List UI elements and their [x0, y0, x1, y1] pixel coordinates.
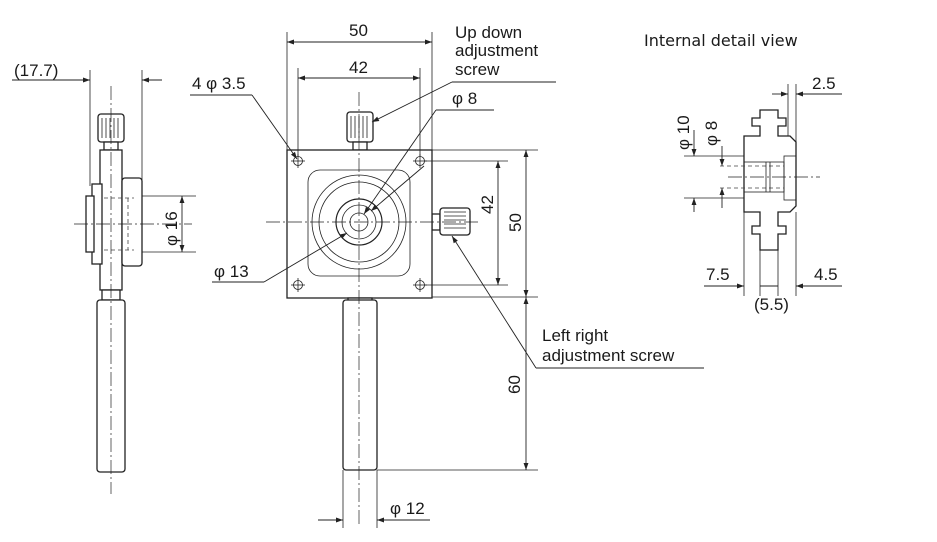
dim-handle-diameter: φ 12 — [318, 470, 430, 528]
dim-detail-left-label: 7.5 — [706, 265, 730, 284]
dim-hole-diameter-label: 4 φ 3.5 — [192, 74, 246, 93]
dim-hole-pitch-horizontal: 42 — [297, 58, 421, 156]
dim-hole-diameter: 4 φ 3.5 — [190, 74, 298, 160]
handle — [342, 299, 378, 471]
dim-hole-pitch-horizontal-label: 42 — [349, 58, 368, 77]
dim-aperture-diameter: φ 13 — [212, 165, 425, 283]
dim-total-width: 50 — [286, 21, 433, 150]
callout-left-right-line1: Left right — [542, 326, 608, 345]
dim-detail-flange: 2.5 — [772, 74, 842, 142]
dim-detail-total-label: (5.5) — [754, 295, 789, 314]
dim-bore-diameter-label: φ 8 — [452, 89, 477, 108]
dim-hole-pitch-vertical-label: 42 — [478, 195, 497, 214]
detail-view — [720, 109, 820, 251]
dim-detail-inner-diameter: φ 8 — [702, 121, 725, 208]
dim-detail-inner-diameter-label: φ 8 — [702, 121, 721, 146]
detail-view-title: Internal detail view — [644, 31, 798, 50]
callout-up-down-line3: screw — [455, 60, 500, 79]
dim-detail-bottom: 7.5 4.5 (5.5) — [704, 212, 842, 314]
dim-detail-outer-diameter: φ 10 — [674, 115, 744, 212]
callout-up-down-screw: Up down adjustment screw — [371, 23, 556, 123]
front-view — [266, 92, 480, 526]
dim-knob-diameter-label: φ 16 — [162, 211, 181, 246]
dim-detail-outer-diameter-label: φ 10 — [674, 115, 693, 150]
callout-up-down-line1: Up down — [455, 23, 522, 42]
dim-aperture-diameter-label: φ 13 — [214, 262, 249, 281]
dim-total-height-label: 50 — [506, 213, 525, 232]
side-flange-right — [121, 177, 143, 267]
dim-hole-pitch-vertical: 42 — [424, 160, 508, 286]
dim-handle-length-label: 60 — [505, 375, 524, 394]
dim-detail-flange-label: 2.5 — [812, 74, 836, 93]
dim-knob-diameter: φ 16 — [142, 195, 196, 253]
side-view — [74, 86, 192, 494]
callout-left-right-screw: Left right adjustment screw — [451, 235, 704, 369]
callout-left-right-line2: adjustment screw — [542, 346, 675, 365]
top-screw-neck — [352, 141, 368, 151]
dim-handle-length: 60 — [377, 297, 538, 471]
dim-side-thickness-label: (17.7) — [14, 61, 58, 80]
dim-side-thickness: (17.7) — [12, 61, 162, 186]
dim-detail-right-label: 4.5 — [814, 265, 838, 284]
callout-up-down-line2: adjustment — [455, 41, 538, 60]
dim-handle-diameter-label: φ 12 — [390, 499, 425, 518]
dim-bore-diameter: φ 8 — [363, 89, 494, 215]
dim-total-height: 50 — [432, 149, 538, 298]
dim-total-width-label: 50 — [349, 21, 368, 40]
detail-seat — [783, 155, 797, 201]
